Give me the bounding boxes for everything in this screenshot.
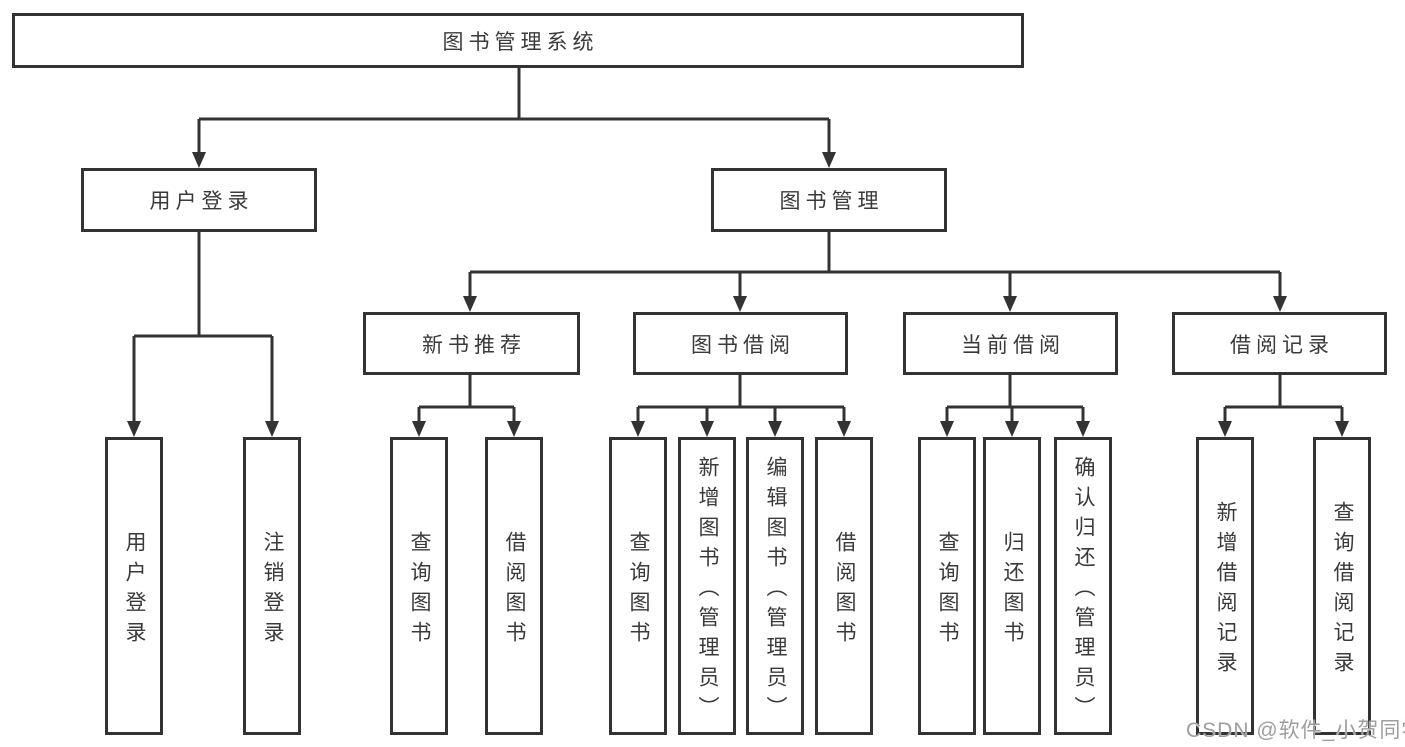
node-label: 当前借阅 (961, 333, 1065, 357)
leaf-label: 查询图书 (408, 530, 431, 651)
leaf-confirm-return-admin: 确认归还（管理员） (1054, 437, 1112, 735)
leaf-add-borrow-record: 新增借阅记录 (1196, 437, 1254, 735)
leaf-query-book-current: 查询图书 (918, 437, 976, 735)
leaf-label: 查询图书 (627, 530, 650, 651)
leaf-label: 新增借阅记录 (1214, 500, 1237, 681)
leaf-label: 查询图书 (936, 530, 959, 651)
leaf-user-login: 用户登录 (105, 437, 163, 735)
node-current-borrow: 当前借阅 (903, 312, 1118, 375)
leaf-label: 注销登录 (261, 530, 284, 651)
csdn-watermark: CSDN @软件_小贺同学 (1186, 719, 1405, 742)
leaf-borrow-book-newbook: 借阅图书 (485, 437, 543, 735)
leaf-label: 用户登录 (123, 530, 146, 651)
node-label: 新书推荐 (422, 333, 526, 357)
node-user-login: 用户登录 (81, 168, 317, 232)
leaf-borrow-book: 借阅图书 (815, 437, 873, 735)
node-label: 图书管理系统 (442, 30, 599, 54)
node-new-book-recommend: 新书推荐 (363, 312, 580, 375)
leaf-label: 借阅图书 (503, 530, 526, 651)
node-label: 用户登录 (149, 190, 254, 213)
leaf-logout: 注销登录 (243, 437, 301, 735)
node-label: 借阅记录 (1230, 333, 1334, 357)
node-book-management: 图书管理 (711, 168, 947, 232)
leaf-label: 编辑图书（管理员） (764, 455, 787, 726)
leaf-query-book-newbook: 查询图书 (390, 437, 448, 735)
leaf-return-book: 归还图书 (983, 437, 1041, 735)
node-borrow-record: 借阅记录 (1172, 312, 1387, 375)
node-book-borrow: 图书借阅 (633, 312, 848, 375)
leaf-label: 查询借阅记录 (1331, 500, 1354, 681)
leaf-label: 归还图书 (1001, 530, 1024, 651)
leaf-query-borrow-record: 查询借阅记录 (1313, 437, 1371, 735)
leaf-add-book-admin: 新增图书（管理员） (678, 437, 736, 735)
node-label: 图书借阅 (691, 333, 795, 357)
leaf-label: 确认归还（管理员） (1072, 455, 1095, 726)
leaf-edit-book-admin: 编辑图书（管理员） (746, 437, 804, 735)
node-label: 图书管理 (779, 190, 884, 213)
leaf-label: 借阅图书 (833, 530, 856, 651)
node-system-root: 图书管理系统 (12, 13, 1024, 68)
leaf-label: 新增图书（管理员） (696, 455, 719, 726)
leaf-query-book-borrow: 查询图书 (609, 437, 667, 735)
